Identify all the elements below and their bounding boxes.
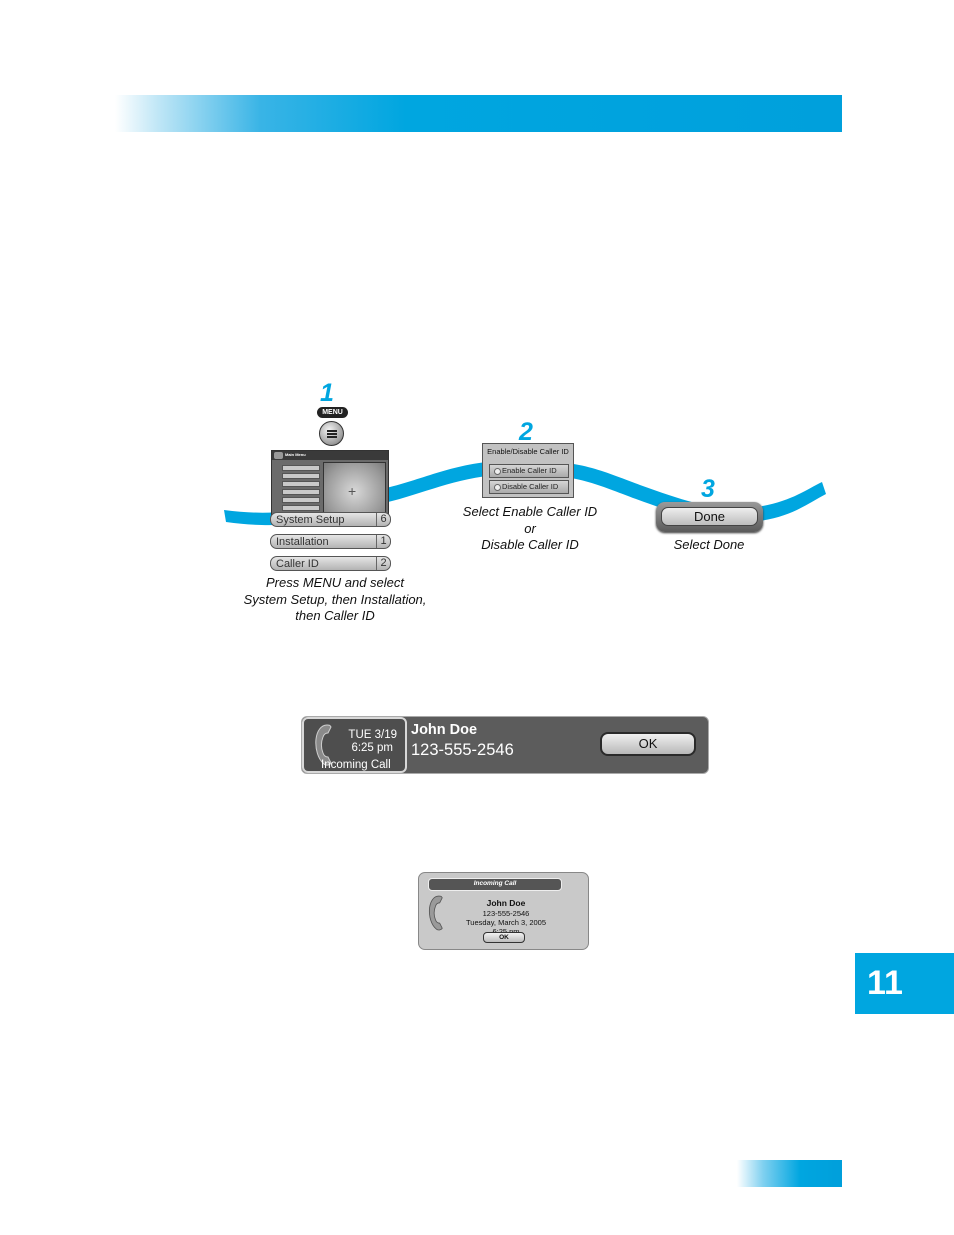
popup-date: Tuesday, March 3, 2005 [465,918,547,927]
step-3-number: 3 [701,475,715,503]
menu-item-label: Caller ID [276,558,319,570]
footer-bar [737,1160,842,1187]
radio-icon [494,483,501,491]
menu-item-label: Installation [276,536,329,548]
menu-item-number: 2 [376,557,390,570]
done-button[interactable]: Done [656,502,763,532]
menu-item-caller-id[interactable]: Caller ID 2 [270,556,391,571]
menu-item-number: 6 [376,513,390,526]
menu-button[interactable] [319,421,344,446]
menu-item-installation[interactable]: Installation 1 [270,534,391,549]
video-preview: + [323,462,386,516]
main-menu-list [282,465,320,527]
logo-icon [274,452,283,459]
menu-button-label: MENU [317,407,348,418]
step-3-caption: Select Done [673,537,745,552]
phone-icon [315,724,332,766]
popup-caller-number: 123-555-2546 [482,909,530,918]
header-bar [115,95,842,132]
radio-icon [494,467,501,475]
incoming-call-banner: TUE 3/19 6:25 pm Incoming Call John Doe … [301,716,709,774]
banner-status: Incoming Call [321,759,391,771]
disable-caller-id-option[interactable]: Disable Caller ID [489,480,569,494]
dialog-title: Enable/Disable Caller ID [487,447,569,456]
caller-name: John Doe [411,722,478,738]
step-1-caption: Press MENU and select System Setup, then… [243,575,427,623]
chapter-tab: 11 [855,953,954,1014]
done-button-label: Done [661,507,758,526]
main-menu-screen: Main Menu + [271,450,389,527]
popup-time: 6:25 pm [459,927,553,936]
banner-info-panel: TUE 3/19 6:25 pm Incoming Call [302,717,407,773]
banner-date: TUE 3/19 [348,729,397,741]
phone-icon [428,895,443,931]
menu-item-label: System Setup [276,514,345,526]
incoming-call-popup: Incoming Call John Doe 123-555-2546 Tues… [418,872,589,950]
enable-caller-id-option[interactable]: Enable Caller ID [489,464,569,478]
popup-title: Incoming Call [428,878,562,891]
popup-ok-button[interactable]: OK [483,932,525,943]
caller-number: 123-555-2546 [411,741,514,759]
step-2-number: 2 [519,418,533,446]
step-2-caption: Select Enable Caller ID or Disable Calle… [462,504,598,552]
menu-item-number: 1 [376,535,390,548]
menu-item-system-setup[interactable]: System Setup 6 [270,512,391,527]
ok-button[interactable]: OK [600,732,696,756]
step-1-number: 1 [320,379,334,407]
caller-id-dialog: Enable/Disable Caller ID Enable Caller I… [482,443,574,498]
popup-caller-name: John Doe [486,898,526,908]
banner-time: 6:25 pm [351,742,393,754]
